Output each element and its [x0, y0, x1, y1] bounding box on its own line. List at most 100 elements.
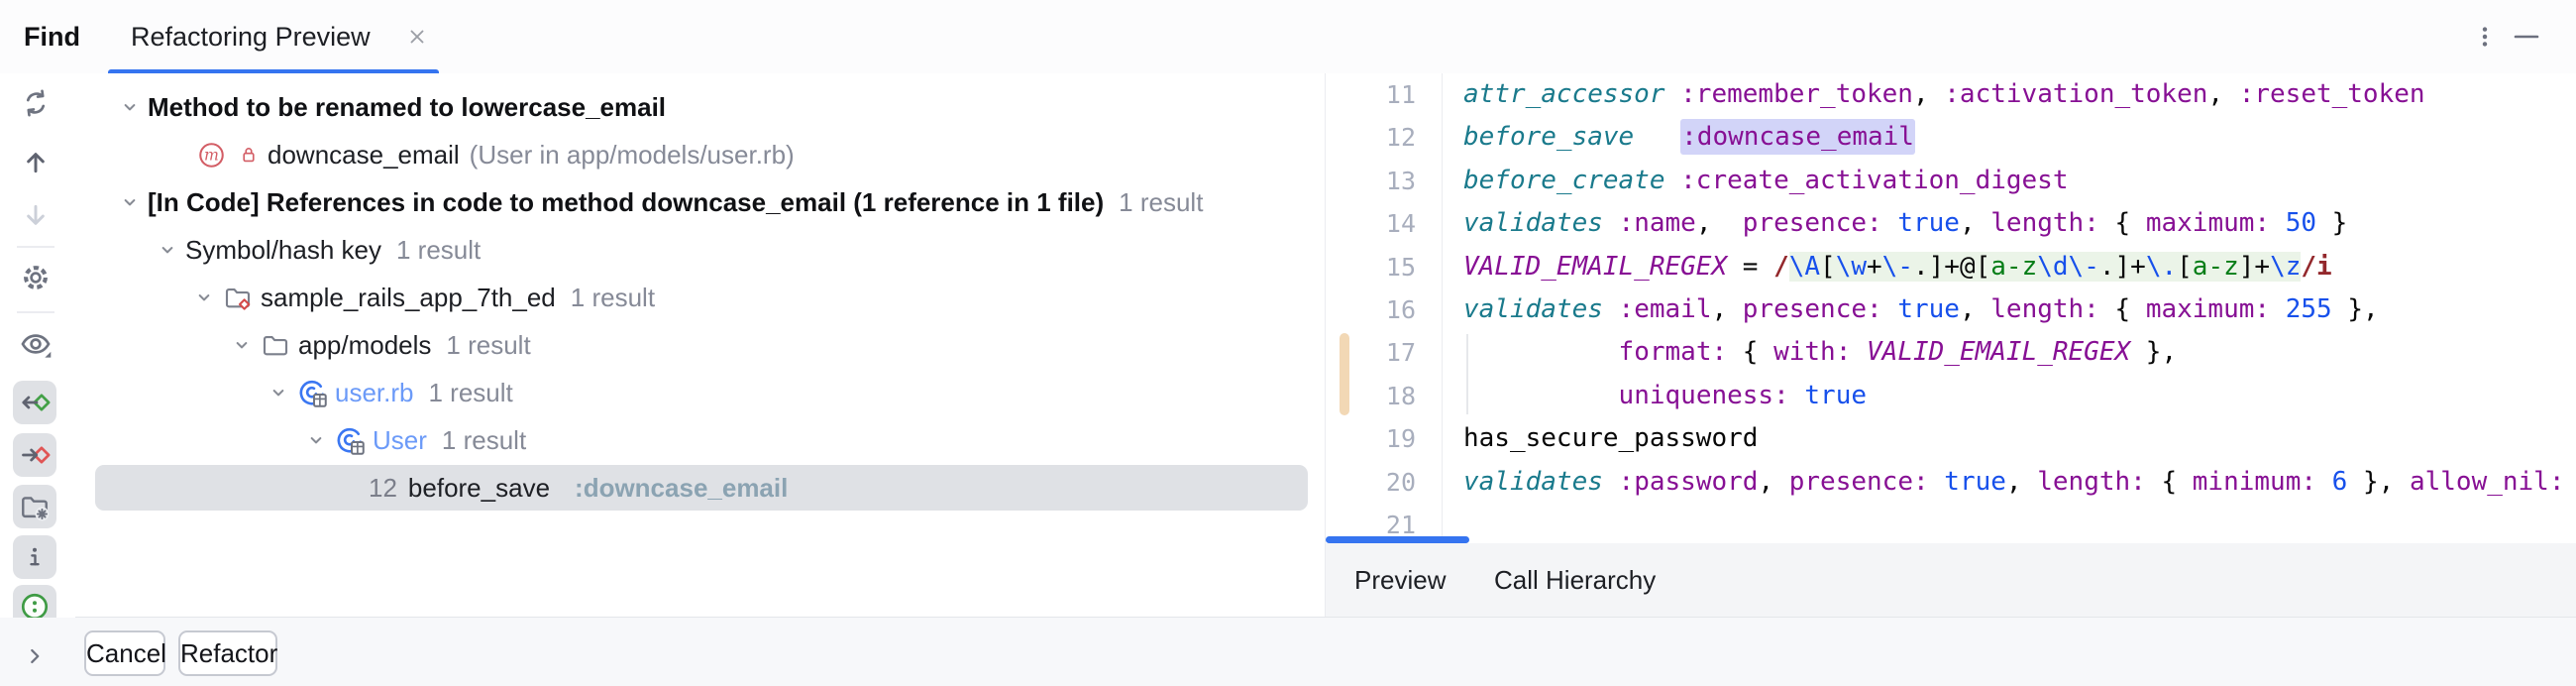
result-count: 1 result: [395, 234, 482, 265]
code-token: 6: [2331, 466, 2348, 497]
chevron-down-icon[interactable]: [185, 285, 222, 310]
code-token: ]: [2114, 251, 2131, 282]
chevron-down-icon[interactable]: [111, 94, 148, 120]
method-icon: m: [195, 141, 227, 170]
code-token: ]: [1928, 251, 1945, 282]
code-token: validates: [1463, 466, 1603, 497]
chevron-down-icon[interactable]: [223, 332, 260, 358]
result-count: 1 result: [441, 424, 527, 455]
read-access-toggle[interactable]: [13, 381, 56, 424]
folder-ruby-icon: [222, 283, 254, 312]
code-line[interactable]: before_create :create_activation_digest: [1463, 160, 2576, 202]
code-line[interactable]: has_secure_password: [1463, 417, 2576, 460]
code-token: [1789, 381, 1805, 410]
next-occurrence-icon[interactable]: [19, 198, 53, 232]
previous-occurrence-icon[interactable]: [19, 146, 53, 179]
chevron-down-icon[interactable]: [111, 189, 148, 215]
code-token: true: [1897, 208, 1960, 239]
refactor-button[interactable]: Refactor: [178, 630, 277, 676]
line-number: 19: [1385, 424, 1416, 454]
code-token: [1882, 294, 1898, 324]
code-line[interactable]: uniqueness: true: [1463, 375, 2576, 417]
code-token: uniqueness:: [1618, 380, 1789, 410]
lock-icon: [236, 144, 262, 166]
panel-divider[interactable]: [1325, 73, 1326, 618]
hide-toolwindow-icon[interactable]: [2511, 23, 2542, 51]
cancel-button[interactable]: Cancel: [84, 630, 166, 676]
code-token: [: [2177, 251, 2193, 282]
vcs-change-marker[interactable]: [1340, 333, 1349, 415]
code-token: \-: [1881, 251, 1913, 282]
code-token: },: [2331, 293, 2379, 324]
code-token: true: [1944, 466, 2006, 497]
close-icon[interactable]: [405, 25, 429, 49]
line-number: 12: [1385, 123, 1416, 153]
tab-refactoring-preview[interactable]: Refactoring Preview: [108, 0, 439, 73]
rerun-refactoring-icon[interactable]: [19, 86, 53, 120]
find-toolbar-sidebar: [0, 73, 71, 686]
code-token: {: [1727, 337, 1774, 368]
code-token: \-: [2068, 251, 2099, 282]
line-number: 20: [1385, 467, 1416, 497]
code-token: \w: [1835, 251, 1868, 282]
horizontal-scrollbar[interactable]: [1326, 536, 1469, 543]
tab-preview[interactable]: Preview: [1354, 565, 1447, 595]
code-token: {: [2145, 466, 2193, 497]
code-token: \A: [1788, 251, 1821, 282]
code-line[interactable]: VALID_EMAIL_REGEX = /\A[\w+\-.]+@[a-z\d\…: [1463, 246, 2576, 288]
code-token: ,: [1912, 79, 1945, 109]
code-token: [1929, 467, 1945, 497]
code-line[interactable]: format: { with: VALID_EMAIL_REGEX },: [1463, 331, 2576, 374]
code-line[interactable]: validates :email, presence: true, length…: [1463, 288, 2576, 331]
expand-icon[interactable]: [22, 643, 48, 669]
tree-row-label: Method to be renamed to lowercase_email: [148, 91, 667, 122]
code-token: :downcase_email: [1680, 119, 1915, 156]
line-number: 15: [1385, 252, 1416, 282]
line-number: 13: [1385, 166, 1416, 195]
code-line[interactable]: before_save :downcase_email: [1463, 116, 2576, 159]
code-token: {: [2098, 208, 2146, 239]
tree-row[interactable]: Method to be renamed to lowercase_email: [71, 83, 1325, 131]
code-token: [1603, 208, 1619, 238]
info-toggle[interactable]: [13, 535, 56, 579]
code-token: maximum:: [2145, 293, 2271, 324]
write-access-toggle[interactable]: [13, 433, 56, 477]
code-token: presence:: [1788, 466, 1929, 497]
code-line[interactable]: [1463, 504, 2576, 543]
code-token: VALID_EMAIL_REGEX: [1867, 337, 2131, 368]
group-by-directory-toggle[interactable]: [13, 485, 56, 528]
chevron-down-icon[interactable]: [149, 237, 185, 263]
code-line[interactable]: attr_accessor :remember_token, :activati…: [1463, 73, 2576, 116]
code-token: before_create: [1463, 165, 1665, 195]
code-token: [1882, 208, 1898, 238]
tree-row[interactable]: [In Code] References in code to method d…: [71, 178, 1325, 226]
preview-eye-icon[interactable]: [19, 327, 53, 361]
chevron-down-icon[interactable]: [297, 427, 334, 453]
active-tab-underline: [108, 69, 439, 74]
code-token: :email: [1618, 293, 1712, 324]
folder-icon: [260, 330, 291, 360]
code-line[interactable]: validates :password, presence: true, len…: [1463, 461, 2576, 504]
chevron-down-icon[interactable]: [260, 380, 296, 405]
code-token: [2270, 208, 2286, 238]
code-token: has_secure_password: [1463, 423, 1759, 454]
code-token: ]: [2238, 251, 2255, 282]
code-token: [1634, 122, 1680, 152]
tree-row-content: [In Code] References in code to method d…: [111, 187, 1203, 218]
code-token: validates: [1463, 208, 1603, 239]
code-token: [1603, 467, 1619, 497]
code-token: ,: [1695, 208, 1743, 239]
more-options-icon[interactable]: [2471, 23, 2499, 51]
tab-call-hierarchy[interactable]: Call Hierarchy: [1494, 565, 1657, 595]
code-token: minimum:: [2192, 466, 2317, 497]
gear-icon[interactable]: [19, 261, 53, 294]
code-line[interactable]: validates :name, presence: true, length:…: [1463, 202, 2576, 245]
